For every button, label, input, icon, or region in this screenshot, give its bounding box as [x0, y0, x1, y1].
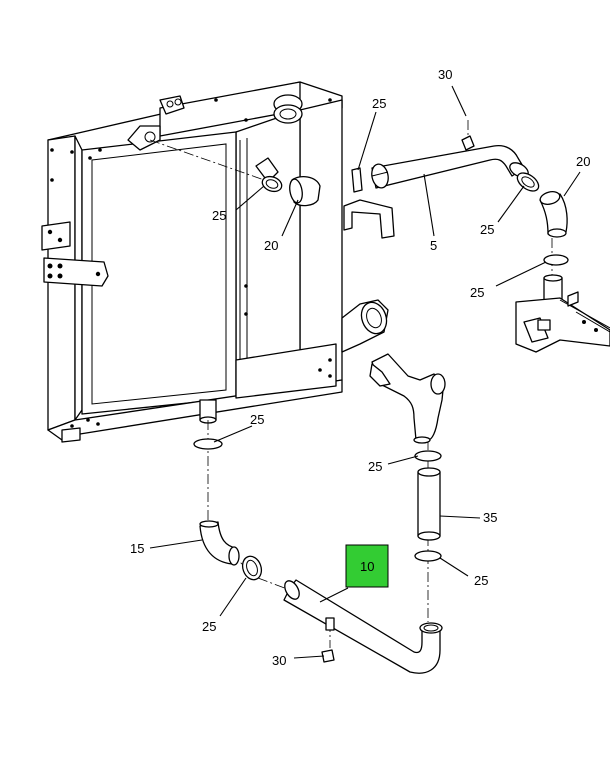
callout-30-top[interactable]: 30	[438, 67, 452, 82]
callout-30-bottom[interactable]: 30	[272, 653, 286, 668]
upper-coolant-tube	[371, 135, 529, 189]
callout-25-lower-left[interactable]: 25	[250, 412, 264, 427]
callout-25-left-top[interactable]: 25	[212, 208, 226, 223]
callout-25-elbow[interactable]: 25	[480, 222, 494, 237]
right-middle-clamp	[543, 254, 569, 266]
callout-20-left[interactable]: 20	[264, 238, 278, 253]
tube-seal	[351, 167, 363, 193]
engine-water-outlet	[515, 274, 610, 353]
callout-labels: 30 25 20 25 20 5 25 25 25 25 35 15 10 25…	[130, 67, 590, 668]
straight-hose	[417, 467, 441, 541]
callout-35[interactable]: 35	[483, 510, 497, 525]
mounting-bracket	[343, 199, 395, 239]
selected-part-highlight	[345, 544, 389, 588]
upper-hose-left	[261, 175, 321, 207]
callout-20-right[interactable]: 20	[576, 154, 590, 169]
lower-left-clamp-opening	[246, 559, 258, 577]
leader-lines	[149, 85, 581, 659]
callout-25-right-middle[interactable]: 25	[470, 285, 484, 300]
upper-right-hose-clamp	[516, 172, 540, 192]
callout-25-seal[interactable]: 25	[372, 96, 386, 111]
callout-25-clamp-right[interactable]: 25	[474, 573, 488, 588]
callout-10[interactable]: 10	[360, 559, 374, 574]
callout-25-middle[interactable]: 25	[368, 459, 382, 474]
radiator-assembly	[41, 81, 389, 443]
callout-15[interactable]: 15	[130, 541, 144, 556]
callout-5[interactable]: 5	[430, 238, 437, 253]
lower-elbow-hose	[199, 520, 240, 566]
thermostat-elbow-hose	[369, 353, 446, 444]
upper-right-elbow-hose	[539, 191, 568, 238]
callout-25-clamp-left[interactable]: 25	[202, 619, 216, 634]
lower-right-clamp	[414, 550, 442, 562]
drain-fitting	[321, 649, 335, 663]
lower-coolant-tube	[283, 579, 443, 674]
middle-clamp	[414, 450, 442, 462]
